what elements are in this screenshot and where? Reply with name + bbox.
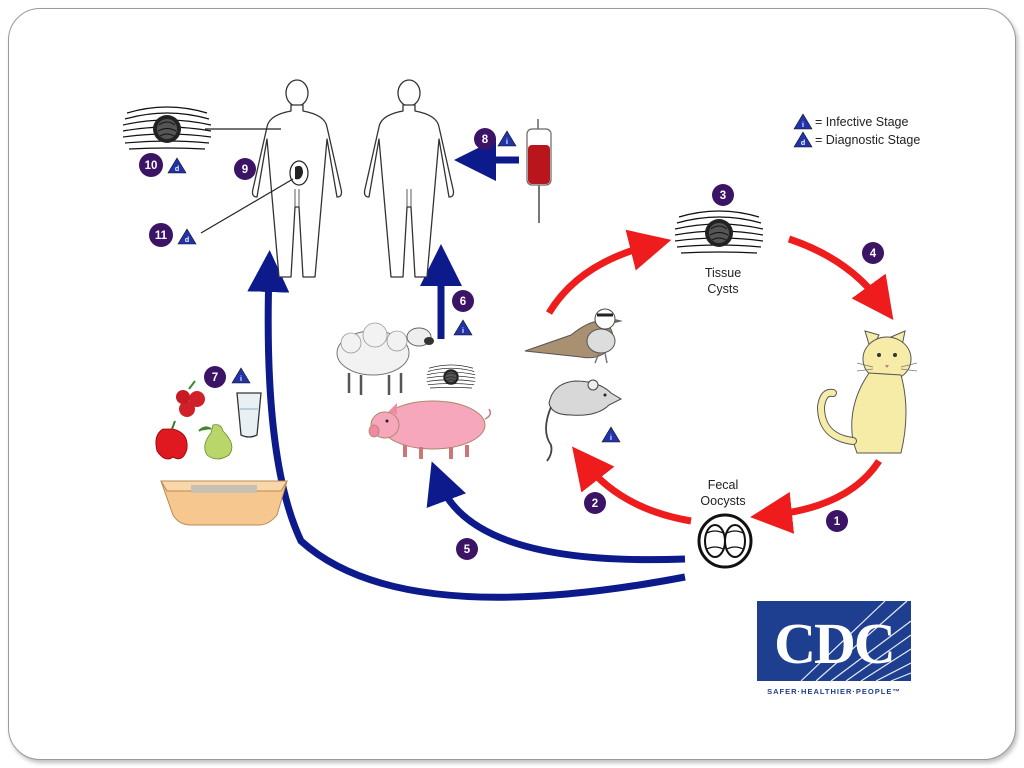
pointer-line-11 — [200, 178, 294, 234]
stage-marker-7: 7 — [204, 366, 226, 388]
tissue-cyst-icon — [674, 210, 764, 254]
stage-marker-6: 6 — [452, 290, 474, 312]
svg-text:d: d — [185, 237, 189, 244]
fecal-label-line2: Oocysts — [700, 494, 745, 508]
arrow-to-tissue-cysts — [545, 229, 672, 315]
cdc-logo: CDC SAFER·HEALTHIER·PEOPLE™ — [757, 600, 912, 696]
arrow-to-human-ingestion — [247, 250, 686, 601]
fetus-icon — [289, 160, 309, 186]
cdc-tagline: SAFER·HEALTHIER·PEOPLE™ — [767, 687, 901, 696]
svg-text:10: 10 — [145, 160, 158, 172]
svg-text:i: i — [240, 376, 242, 383]
pig-icon — [368, 400, 492, 459]
infective-triangle-6: i — [453, 319, 473, 336]
human-figure-right — [363, 79, 455, 278]
svg-text:8: 8 — [482, 134, 489, 146]
mouse-icon — [545, 379, 623, 462]
infective-triangle-8: i — [497, 130, 517, 147]
stage-marker-9: 9 — [234, 158, 256, 180]
stage-marker-11: 11 — [149, 223, 173, 247]
infective-triangle-rodent: i — [601, 426, 621, 443]
stage-marker-10: 10 — [139, 153, 163, 177]
svg-text:3: 3 — [720, 190, 726, 202]
sheep-icon — [336, 322, 434, 395]
arrow-to-cat — [787, 235, 894, 320]
litter-box-icon — [160, 480, 288, 526]
svg-text:d: d — [801, 140, 805, 147]
stage-marker-4: 4 — [862, 242, 884, 264]
fecal-label-line1: Fecal — [708, 478, 739, 492]
svg-text:7: 7 — [212, 372, 218, 384]
svg-text:4: 4 — [870, 248, 877, 260]
toxoplasma-life-cycle-diagram: Tissue Cysts Fecal Oocysts — [122, 79, 920, 696]
svg-text:9: 9 — [242, 164, 248, 176]
svg-text:5: 5 — [464, 544, 471, 556]
legend: i = Infective Stage d = Diagnostic Stage — [793, 113, 920, 148]
tissue-label-line1: Tissue — [705, 266, 741, 280]
water-glass-icon — [236, 392, 262, 438]
svg-text:6: 6 — [460, 296, 466, 308]
diagnostic-triangle-10: d — [167, 157, 187, 174]
stage-marker-3: 3 — [712, 184, 734, 206]
svg-text:i: i — [506, 139, 508, 146]
stage-marker-5: 5 — [456, 538, 478, 560]
svg-text:i: i — [610, 435, 612, 442]
svg-text:2: 2 — [592, 498, 598, 510]
meat-tissue-cyst-icon — [426, 364, 476, 389]
cat-icon — [816, 330, 918, 454]
bird-icon — [524, 308, 623, 364]
slide-frame: Tissue Cysts Fecal Oocysts — [8, 8, 1016, 760]
cdc-logo-text: CDC — [774, 611, 894, 676]
diagnostic-triangle-11: d — [177, 228, 197, 245]
legend-diagnostic-triangle: d — [793, 131, 813, 148]
svg-text:d: d — [175, 166, 179, 173]
arrow-to-livestock — [426, 461, 686, 564]
svg-text:11: 11 — [155, 230, 168, 242]
arrow-to-rodents-birds — [572, 446, 692, 525]
legend-infective-triangle: i — [793, 113, 813, 130]
legend-infective-label: = Infective Stage — [815, 115, 909, 129]
fecal-oocyst-icon — [697, 513, 753, 569]
human-tissue-cyst-icon — [122, 106, 212, 150]
legend-diagnostic-label: = Diagnostic Stage — [815, 133, 920, 147]
stage-marker-8: 8 — [474, 128, 496, 150]
arrow-to-fecal-oocysts — [750, 459, 882, 534]
svg-text:i: i — [462, 328, 464, 335]
svg-text:i: i — [802, 122, 804, 129]
blood-bag-icon — [526, 119, 552, 223]
stage-marker-1: 1 — [826, 510, 848, 532]
svg-text:1: 1 — [834, 516, 841, 528]
fruits-vegetables-icon — [155, 380, 233, 460]
infective-triangle-7: i — [231, 367, 251, 384]
tissue-label-line2: Cysts — [707, 282, 738, 296]
stage-marker-2: 2 — [584, 492, 606, 514]
